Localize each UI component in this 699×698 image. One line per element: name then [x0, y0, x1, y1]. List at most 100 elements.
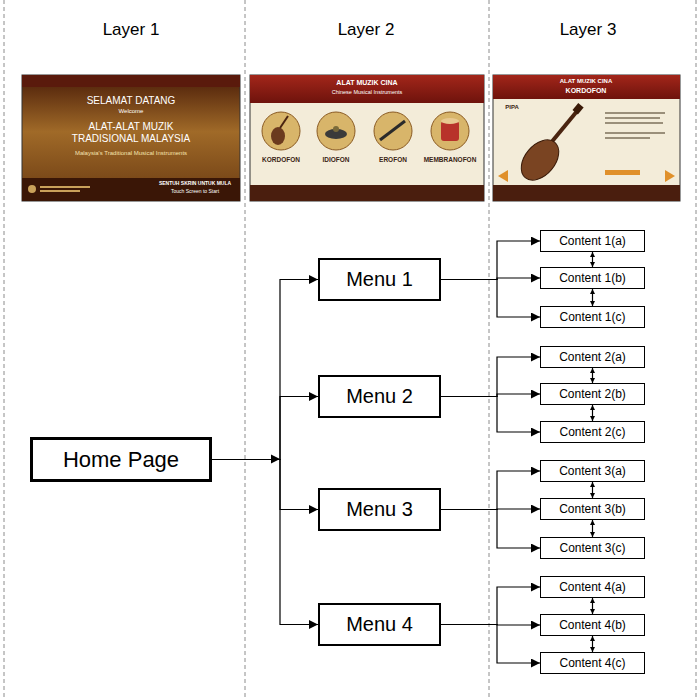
screenshot-welcome [22, 75, 240, 201]
column-divider [489, 0, 490, 698]
content-box: Content 4(c) [540, 652, 645, 674]
screen-text: Welcome [31, 108, 231, 115]
screen-bottom-band [22, 178, 240, 201]
text-placeholder [605, 112, 665, 114]
screen-title: SELAMAT DATANG [31, 95, 231, 107]
connector-arrow [592, 598, 593, 614]
screen-text: Chinese Musical Instruments [287, 89, 447, 95]
content-box: Content 1(a) [540, 230, 645, 252]
node-label: Content 4(b) [559, 618, 626, 632]
connector-arrow [441, 357, 540, 397]
connector-arrow [441, 587, 540, 625]
screen-title: ALAT-ALAT MUZIK TRADISIONAL MALAYSIA [61, 121, 201, 144]
instrument-circle [431, 112, 469, 150]
screen-bottom-band [493, 185, 680, 201]
text-placeholder [605, 137, 650, 139]
content-box: Content 1(b) [540, 267, 645, 289]
text-placeholder [605, 122, 663, 124]
node-label: Menu 4 [346, 613, 413, 636]
screen-background [250, 75, 484, 201]
content-box: Content 1(c) [540, 306, 645, 328]
node-label: Content 1(a) [559, 234, 626, 248]
node-label: Content 1(b) [559, 271, 626, 285]
menu-box: Menu 3 [318, 488, 441, 531]
connector-arrow [592, 636, 593, 652]
screen-bottom-band [250, 185, 484, 201]
screen-title: KORDOFON [511, 87, 661, 95]
screen-text: Touch Screen to Start [153, 189, 237, 195]
column-heading: Layer 1 [76, 20, 186, 40]
connector-arrow [592, 252, 593, 267]
screen-text: SENTUH SKRIN UNTUK MULA [153, 181, 237, 187]
node-label: Content 3(a) [559, 464, 626, 478]
logo-bar [40, 186, 90, 188]
content-box: Content 3(c) [540, 537, 645, 559]
connector-arrow [592, 520, 593, 537]
connector-arrow [441, 241, 540, 280]
instrument-icon [280, 116, 288, 128]
instrument-circle [262, 112, 300, 150]
node-label: Menu 1 [346, 268, 413, 291]
instrument-icon [380, 121, 405, 140]
node-label: Content 4(a) [559, 580, 626, 594]
connector-arrow [441, 625, 540, 664]
screen-top-band [493, 75, 680, 99]
screen-top-band [250, 75, 484, 103]
column-divider [4, 0, 5, 698]
instrument-circle [374, 112, 412, 150]
column-heading: Layer 2 [311, 20, 421, 40]
screen-title: ALAT MUZIK CINA [511, 78, 661, 85]
column-heading: Layer 3 [533, 20, 643, 40]
nav-arrow [665, 170, 675, 182]
menu-option: MEMBRANOFON [421, 156, 479, 163]
column-divider [696, 0, 697, 698]
text-placeholder [605, 117, 660, 119]
screen-top-band [22, 75, 240, 87]
node-label: Content 2(b) [559, 387, 626, 401]
connector-arrow [592, 289, 593, 306]
content-box: Content 4(a) [540, 576, 645, 598]
menu-box: Menu 2 [318, 375, 441, 418]
home-box: Home Page [30, 437, 212, 482]
nav-arrow [498, 170, 508, 182]
pipa-body [514, 133, 567, 188]
logo-bar [40, 190, 80, 192]
pipa-head [572, 103, 583, 114]
menu-box: Menu 4 [318, 603, 441, 646]
content-box: Content 2(c) [540, 421, 645, 443]
text-placeholder [605, 132, 665, 134]
node-label: Content 3(b) [559, 502, 626, 516]
node-label: Menu 2 [346, 385, 413, 408]
node-label: Content 2(a) [559, 350, 626, 364]
content-box: Content 3(a) [540, 460, 645, 482]
screen-title: ALAT MUZIK CINA [287, 79, 447, 87]
connector-arrow [441, 471, 540, 510]
column-divider [245, 0, 246, 698]
menu-option: EROFON [365, 156, 421, 163]
connector-group [212, 241, 593, 663]
node-label: Menu 3 [346, 498, 413, 521]
content-box: Content 3(b) [540, 498, 645, 520]
orange-bar [605, 170, 640, 175]
connector-arrow [212, 460, 318, 510]
menu-box: Menu 1 [318, 258, 441, 301]
connector-arrow [592, 368, 593, 383]
connector-arrow [592, 405, 593, 421]
instrument-icon [441, 118, 459, 124]
screen-background [22, 75, 240, 201]
node-label: Content 3(c) [559, 541, 625, 555]
instrument-icon [333, 126, 339, 132]
instrument-name: PIPA [497, 104, 527, 111]
connector-arrow [441, 280, 540, 318]
screenshot-menu [250, 75, 484, 201]
node-label: Content 1(c) [559, 310, 625, 324]
logo-icon [28, 185, 36, 193]
node-label: Home Page [63, 447, 179, 473]
screenshot-content [493, 75, 680, 201]
content-box: Content 2(a) [540, 346, 645, 368]
instrument-icon [271, 127, 285, 145]
screen-text: Malaysia's Traditional Musical Instrumen… [31, 150, 231, 157]
connector-arrow [592, 482, 593, 498]
connector-arrow [212, 280, 318, 460]
